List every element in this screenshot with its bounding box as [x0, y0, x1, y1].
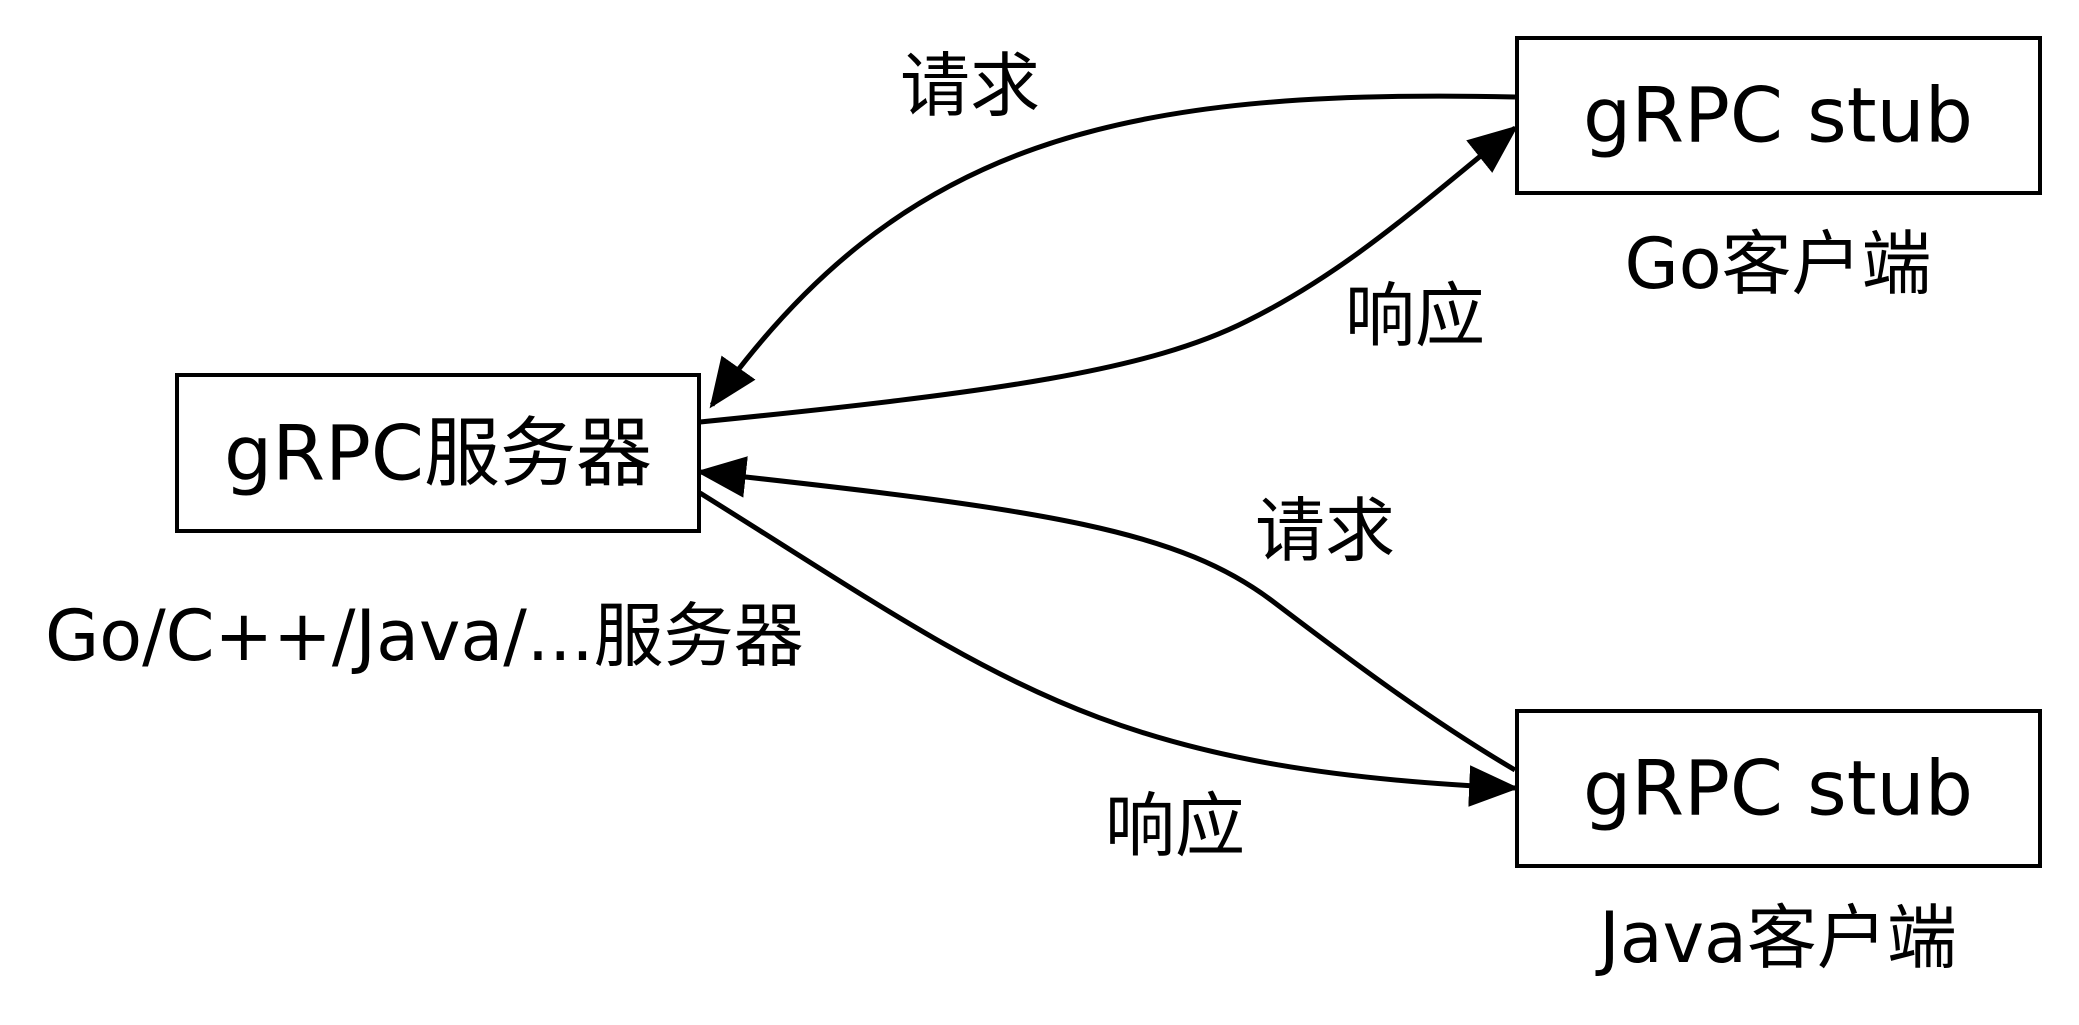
server-label: gRPC服务器: [224, 409, 652, 498]
java-client-node: gRPC stub Java客户端: [1515, 709, 2042, 979]
java-client-box: [1515, 709, 2042, 868]
go-request-label: 请求: [900, 45, 1040, 127]
go-client-caption: Go客户端: [1624, 223, 1931, 305]
go-client-box: [1515, 36, 2042, 195]
go-client-node: gRPC stub Go客户端: [1515, 36, 2042, 305]
java-request-edge: [695, 456, 1517, 773]
java-request-label: 请求: [1255, 490, 1395, 572]
go-response-label: 响应: [1345, 275, 1485, 357]
go-response-edge: [699, 125, 1519, 425]
java-client-label: gRPC stub: [1583, 744, 1973, 833]
server-box: [175, 373, 701, 533]
java-client-caption: Java客户端: [1595, 897, 1957, 979]
java-response-edge: [698, 490, 1520, 807]
server-node: gRPC服务器 Go/C++/Java/...服务器: [45, 373, 804, 677]
java-response-label: 响应: [1105, 785, 1245, 867]
go-request-edge: [709, 93, 1516, 409]
server-caption: Go/C++/Java/...服务器: [45, 595, 804, 677]
go-client-label: gRPC stub: [1583, 71, 1973, 160]
